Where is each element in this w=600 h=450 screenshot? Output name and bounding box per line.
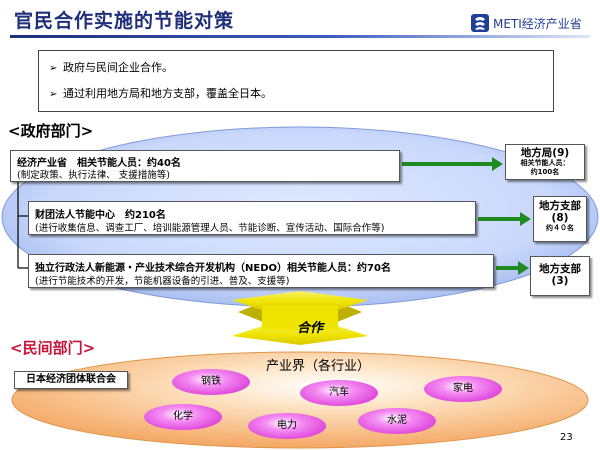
sector-cement: 水泥 <box>358 408 436 434</box>
title-divider <box>10 35 590 38</box>
logo-text: METI经济产业省 <box>493 16 582 31</box>
arrow-head-icon <box>520 212 531 226</box>
summary-item: ➢ 通过利用地方局和地方支部，覆盖全日本。 <box>49 85 272 101</box>
org-title: 财团法人节能中心 约210名 <box>35 210 166 221</box>
meti-logo-icon <box>471 14 489 32</box>
regional-title: 地方局(9) <box>520 147 570 159</box>
sector-steel: 钢铁 <box>172 369 250 395</box>
summary-text: 通过利用地方局和地方支部，覆盖全日本。 <box>63 87 272 100</box>
summary-item: ➢ 政府与民间企业合作。 <box>49 59 173 75</box>
org-desc: (进行节能技术的开发，节能机器设备的引进、普及、支援等) <box>35 276 290 287</box>
arrow-head-icon <box>518 261 529 275</box>
regional-detail: 相关节能人员： <box>520 159 570 167</box>
cooperation-arrow-body <box>262 306 338 330</box>
arrow-bullet-icon: ➢ <box>49 89 58 100</box>
regional-detail: 约４０名 <box>546 224 574 232</box>
page-number: 23 <box>560 432 573 443</box>
sector-appliance: 家电 <box>424 376 502 402</box>
org-title: 独立行政法人新能源・产业技术综合开发机构（NEDO）相关节能人员：约70名 <box>35 263 391 274</box>
regional-title: 地方支部 <box>539 263 581 275</box>
cooperation-label: 合作 <box>296 321 323 336</box>
regional-detail: 约100名 <box>530 168 560 176</box>
org-desc: (进行收集信息、调查工厂、培训能源管理人员、节能诊断、宣传活动、国际合作等) <box>35 223 385 234</box>
regional-title: 地方支部 <box>539 200 581 212</box>
org-box-nedo: 独立行政法人新能源・产业技术综合开发机构（NEDO）相关节能人员：约70名 (进… <box>28 254 494 288</box>
regional-box-eccj-branch: 地方支部 (8) 约４０名 <box>533 196 587 242</box>
page-title: 官民合作实施的节能对策 <box>14 10 235 32</box>
sector-power: 电力 <box>248 413 326 439</box>
arrow-bullet-icon: ➢ <box>49 63 58 74</box>
private-section-label: <民间部门> <box>10 339 96 357</box>
org-box-eccj: 财团法人节能中心 约210名 (进行收集信息、调查工厂、培训能源管理人员、节能诊… <box>28 201 476 235</box>
org-desc: (制定政策、执行法律、 支援措施等) <box>17 170 170 181</box>
summary-text: 政府与民间企业合作。 <box>63 61 173 74</box>
sector-chemical: 化学 <box>144 404 222 430</box>
org-title: 经济产业省 相关节能人员：约40名 <box>17 158 181 169</box>
regional-subtitle: (8) <box>551 212 569 224</box>
regional-box-bureau: 地方局(9) 相关节能人员： 约100名 <box>505 144 585 180</box>
regional-box-nedo-branch: 地方支部 (3) <box>530 256 590 296</box>
sector-auto: 汽车 <box>300 380 378 406</box>
org-box-meti: 经济产业省 相关节能人员：约40名 (制定政策、执行法律、 支援措施等) <box>10 150 400 182</box>
keidanren-box: 日本经济团体联合会 <box>14 371 128 389</box>
arrow-head-icon <box>492 157 503 171</box>
meti-logo: METI经济产业省 <box>470 13 582 33</box>
regional-subtitle: (3) <box>551 275 569 287</box>
industry-label: 产业界（各行业） <box>265 359 370 374</box>
government-section-label: <政府部门> <box>8 122 94 140</box>
summary-box: ➢ 政府与民间企业合作。 ➢ 通过利用地方局和地方支部，覆盖全日本。 <box>38 50 554 112</box>
